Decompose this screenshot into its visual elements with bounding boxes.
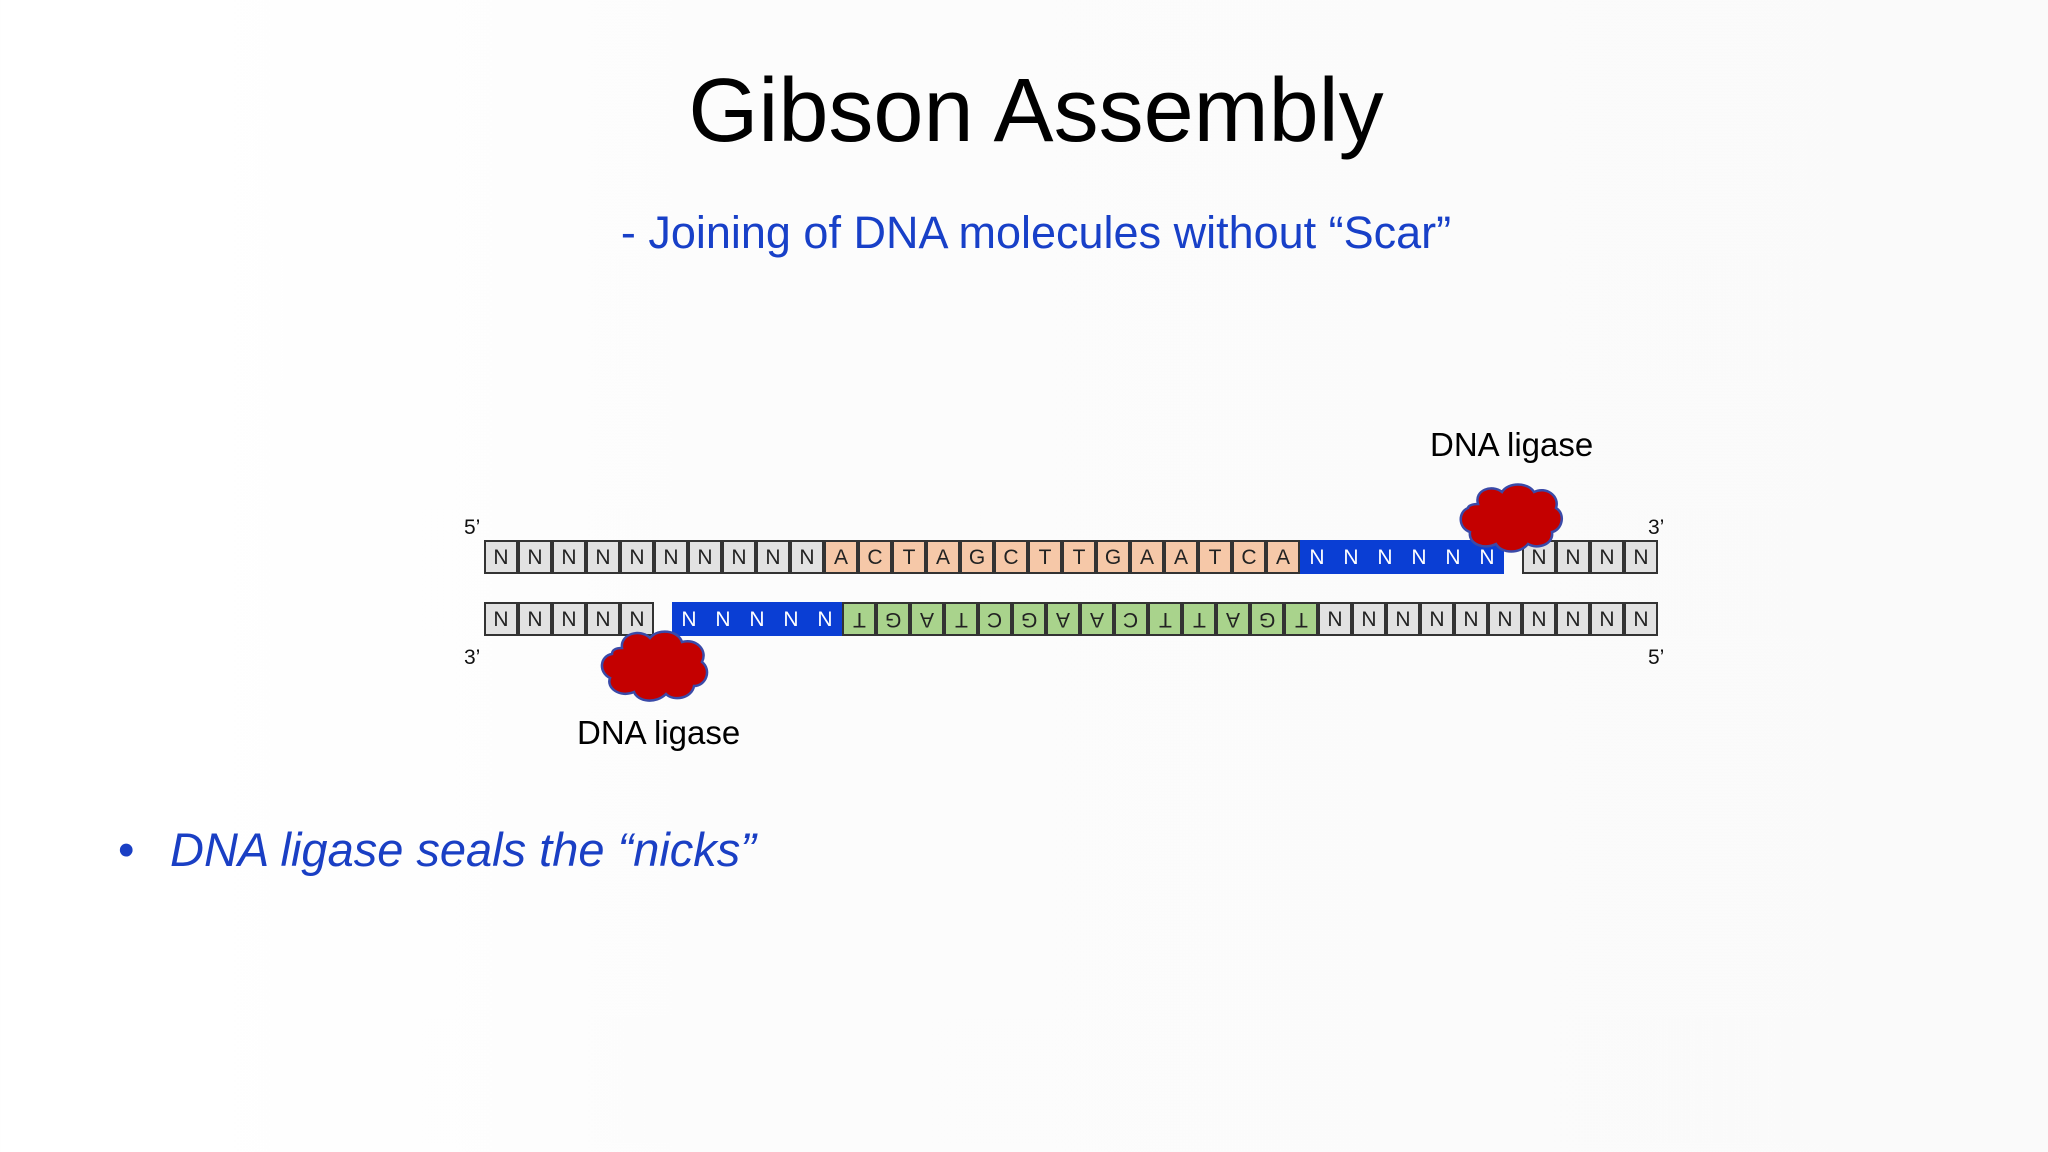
bottom-strand-base: N <box>706 602 740 636</box>
top-strand-base: N <box>484 540 518 574</box>
top-strand-base: A <box>824 540 858 574</box>
top-strand-base: N <box>1334 540 1368 574</box>
bottom-strand-base: N <box>1556 602 1590 636</box>
top-strand-base: C <box>994 540 1028 574</box>
top-strand-base: N <box>1470 540 1504 574</box>
top-strand-base: N <box>688 540 722 574</box>
bottom-strand-base: N <box>552 602 586 636</box>
bottom-strand-base: N <box>672 602 706 636</box>
bottom-strand-base: A <box>1080 602 1114 636</box>
ligase-blob-bottom-shape <box>600 630 709 702</box>
dna-ligase-enzyme-bottom <box>600 630 709 702</box>
bottom-strand-base: N <box>1590 602 1624 636</box>
top-strand-base: N <box>1300 540 1334 574</box>
top-strand-base: A <box>1266 540 1300 574</box>
bottom-strand-base: T <box>1182 602 1216 636</box>
bottom-strand-base: A <box>1216 602 1250 636</box>
top-strand-base: C <box>1232 540 1266 574</box>
top-strand-base: T <box>1028 540 1062 574</box>
bottom-strand-base: G <box>876 602 910 636</box>
top-strand-base: N <box>756 540 790 574</box>
bottom-strand-base: T <box>1284 602 1318 636</box>
bullet-item: • DNA ligase seals the “nicks” <box>118 826 756 873</box>
dna-ligase-enzyme-top <box>1459 483 1564 553</box>
top-strand-base: N <box>518 540 552 574</box>
bottom-strand-base: N <box>1352 602 1386 636</box>
bottom-strand-base: N <box>1454 602 1488 636</box>
bottom-strand-base: N <box>1488 602 1522 636</box>
slide-title: Gibson Assembly <box>688 61 1384 161</box>
bottom-strand-base: N <box>586 602 620 636</box>
top-strand-base: A <box>1164 540 1198 574</box>
bottom-strand-base: N <box>1318 602 1352 636</box>
top-strand-5prime-label: 5’ <box>464 516 481 539</box>
bottom-strand-base: N <box>1420 602 1454 636</box>
top-strand-base: N <box>586 540 620 574</box>
top-strand-base: N <box>1590 540 1624 574</box>
bullet-dot: • <box>118 823 135 876</box>
top-strand-base: N <box>790 540 824 574</box>
bottom-strand-base: C <box>978 602 1012 636</box>
top-strand-3prime-label: 3’ <box>1648 516 1665 539</box>
bottom-strand-base: N <box>484 602 518 636</box>
ligase-label-top: DNA ligase <box>1430 426 1594 463</box>
top-strand-base: A <box>1130 540 1164 574</box>
top-strand-base: N <box>552 540 586 574</box>
bottom-strand-base: T <box>1148 602 1182 636</box>
top-strand-base: N <box>1624 540 1658 574</box>
bottom-strand-5prime-label: 5’ <box>1648 646 1665 669</box>
bottom-strand-base: N <box>808 602 842 636</box>
bottom-strand-base: C <box>1114 602 1148 636</box>
bottom-strand-base: A <box>910 602 944 636</box>
top-strand-base: N <box>722 540 756 574</box>
top-strand-base: N <box>654 540 688 574</box>
top-strand-base: N <box>1436 540 1470 574</box>
slide-subtitle: - Joining of DNA molecules without “Scar… <box>620 207 1452 258</box>
top-strand-base: T <box>1062 540 1096 574</box>
top-strand-base: G <box>960 540 994 574</box>
bottom-strand-3prime-label: 3’ <box>464 646 481 669</box>
top-strand-base: C <box>858 540 892 574</box>
top-strand-base: N <box>1402 540 1436 574</box>
bottom-strand-base: N <box>1624 602 1658 636</box>
top-strand-base: A <box>926 540 960 574</box>
bottom-strand-base: N <box>774 602 808 636</box>
bottom-strand-base: N <box>1386 602 1420 636</box>
bottom-strand-base: A <box>1046 602 1080 636</box>
top-strand-base: N <box>620 540 654 574</box>
top-strand-base: G <box>1096 540 1130 574</box>
bottom-strand-base: N <box>518 602 552 636</box>
bottom-strand-base: G <box>1012 602 1046 636</box>
bottom-strand-base: T <box>842 602 876 636</box>
top-strand-base: N <box>1556 540 1590 574</box>
bullet-text: DNA ligase seals the “nicks” <box>170 823 756 876</box>
ligase-blob-top-shape <box>1459 483 1564 553</box>
bottom-strand-base: G <box>1250 602 1284 636</box>
top-strand-base: T <box>892 540 926 574</box>
bottom-strand-base: N <box>1522 602 1556 636</box>
bottom-strand-base: T <box>944 602 978 636</box>
bottom-strand-base: N <box>740 602 774 636</box>
ligase-label-bottom: DNA ligase <box>577 714 741 751</box>
top-strand-base: N <box>1368 540 1402 574</box>
top-strand-base: T <box>1198 540 1232 574</box>
